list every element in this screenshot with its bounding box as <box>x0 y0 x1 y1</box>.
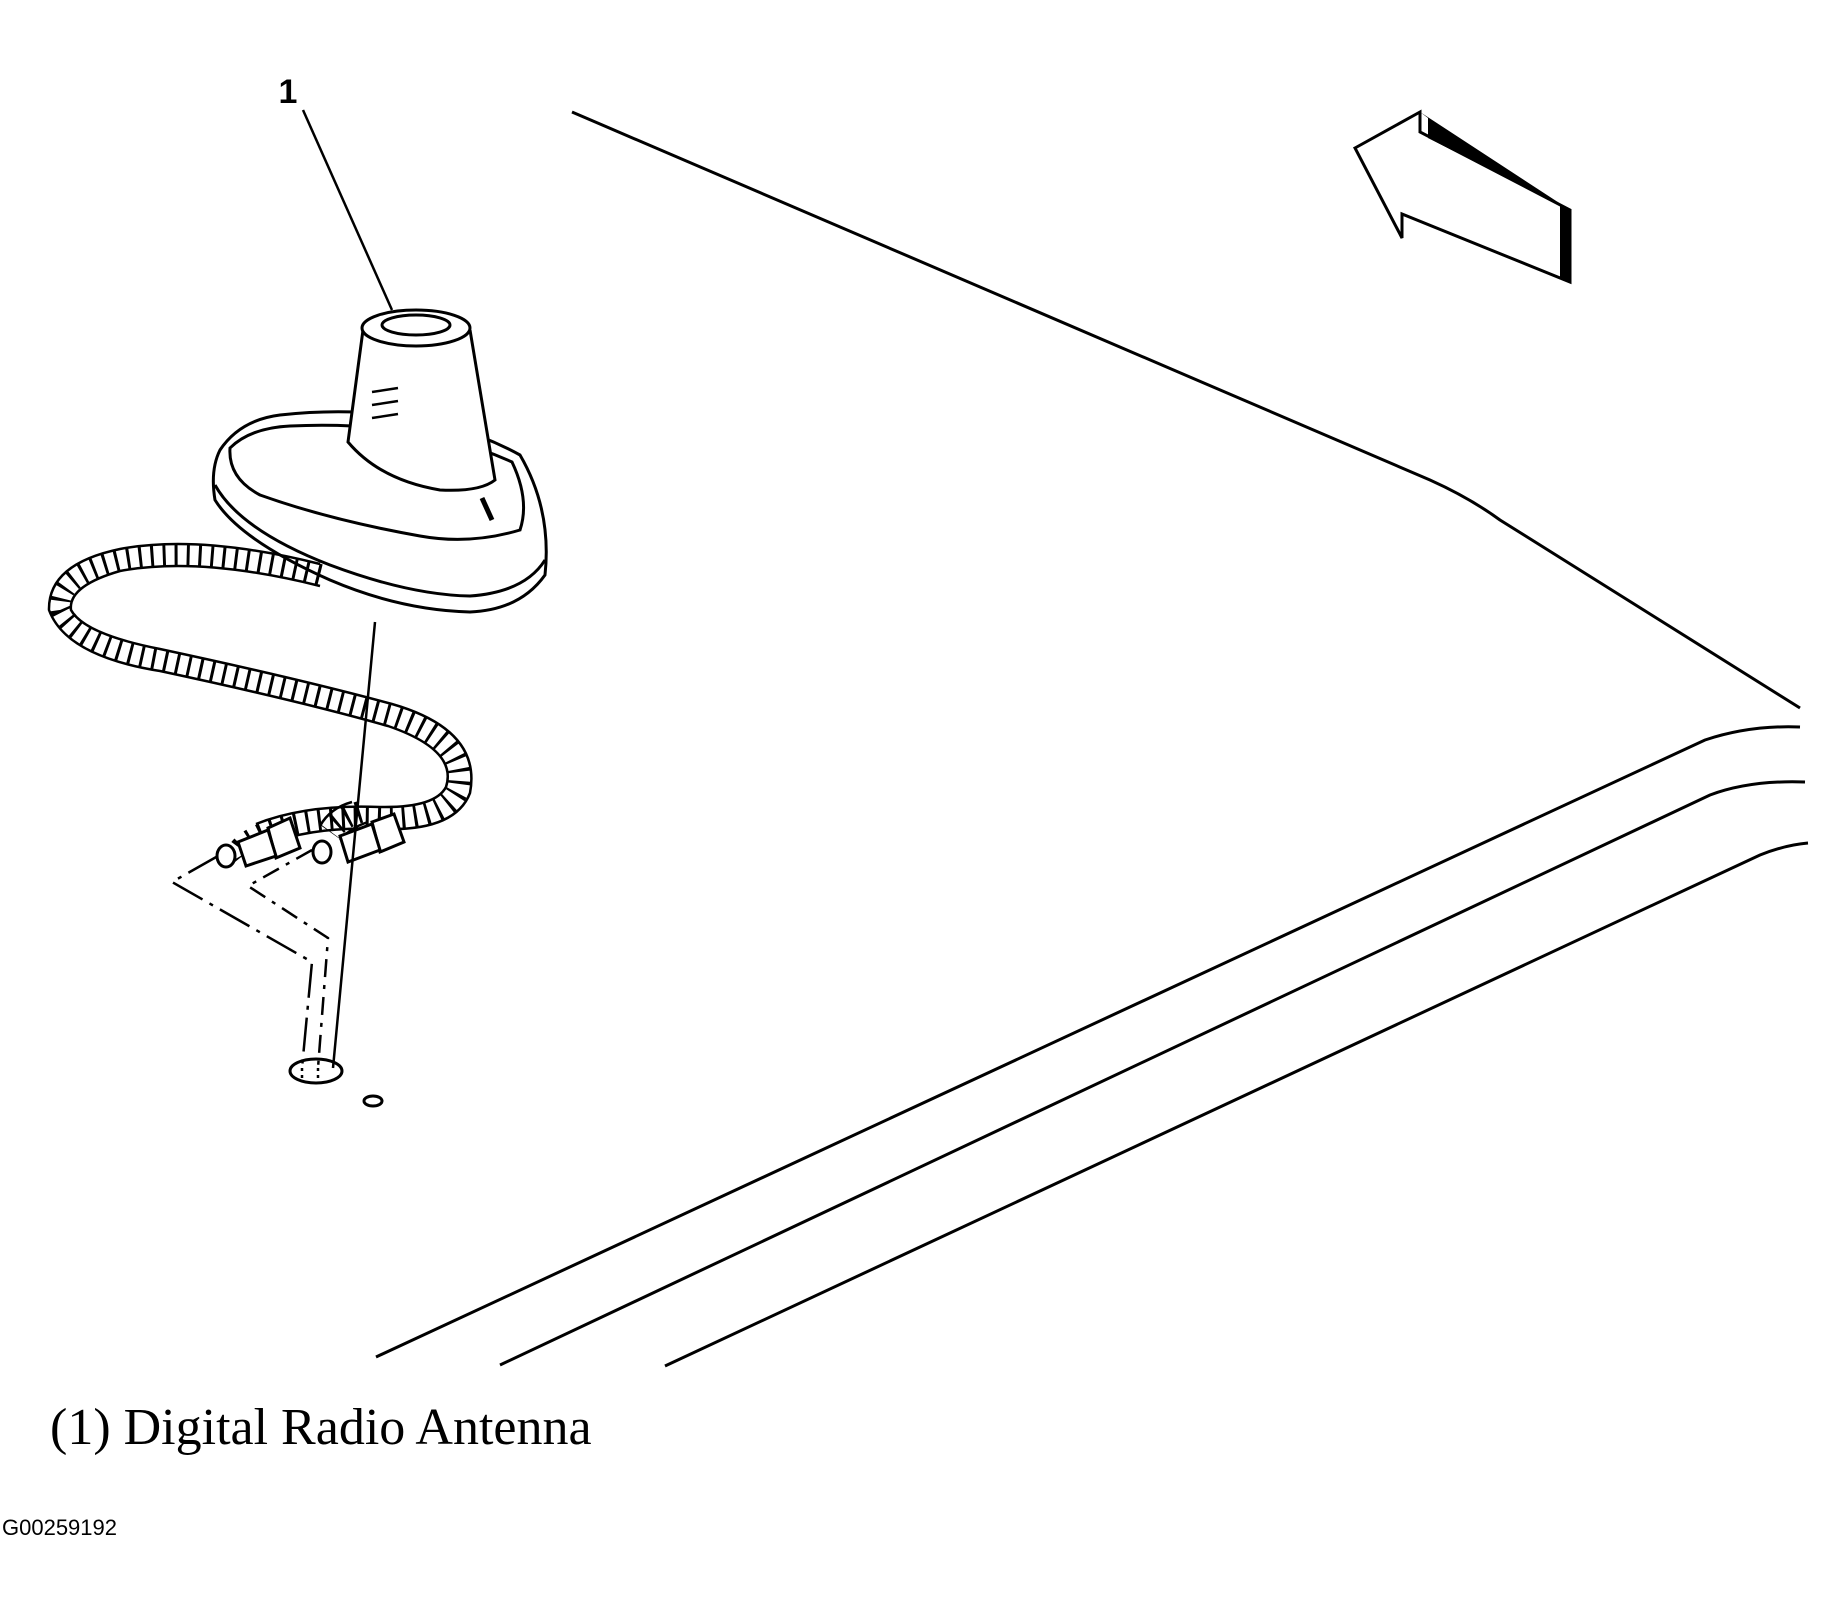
cable-hole <box>288 1057 344 1085</box>
callout-number: 1 <box>279 73 298 111</box>
figure-id: G00259192 <box>2 1515 117 1540</box>
mounting-holes <box>288 1057 384 1108</box>
cable-connectors <box>215 812 406 869</box>
roof-top-edge <box>571 110 1801 710</box>
legend-caption: (1) Digital Radio Antenna <box>50 1399 592 1456</box>
antenna-fin <box>346 329 497 492</box>
antenna-fin-cap <box>380 313 452 337</box>
roof-groove-1 <box>375 725 1801 1359</box>
antenna-base-lip <box>213 484 547 598</box>
screw-hole <box>362 1094 384 1108</box>
leader-line <box>301 109 394 311</box>
roof-panel <box>375 110 1809 1368</box>
callout-1: 1 <box>279 73 394 311</box>
forward-arrow-icon <box>1352 109 1572 285</box>
cable-outer <box>48 544 471 865</box>
roof-groove-3 <box>664 841 1809 1368</box>
roof-groove-2 <box>499 780 1806 1367</box>
installation-guides <box>169 621 377 1080</box>
